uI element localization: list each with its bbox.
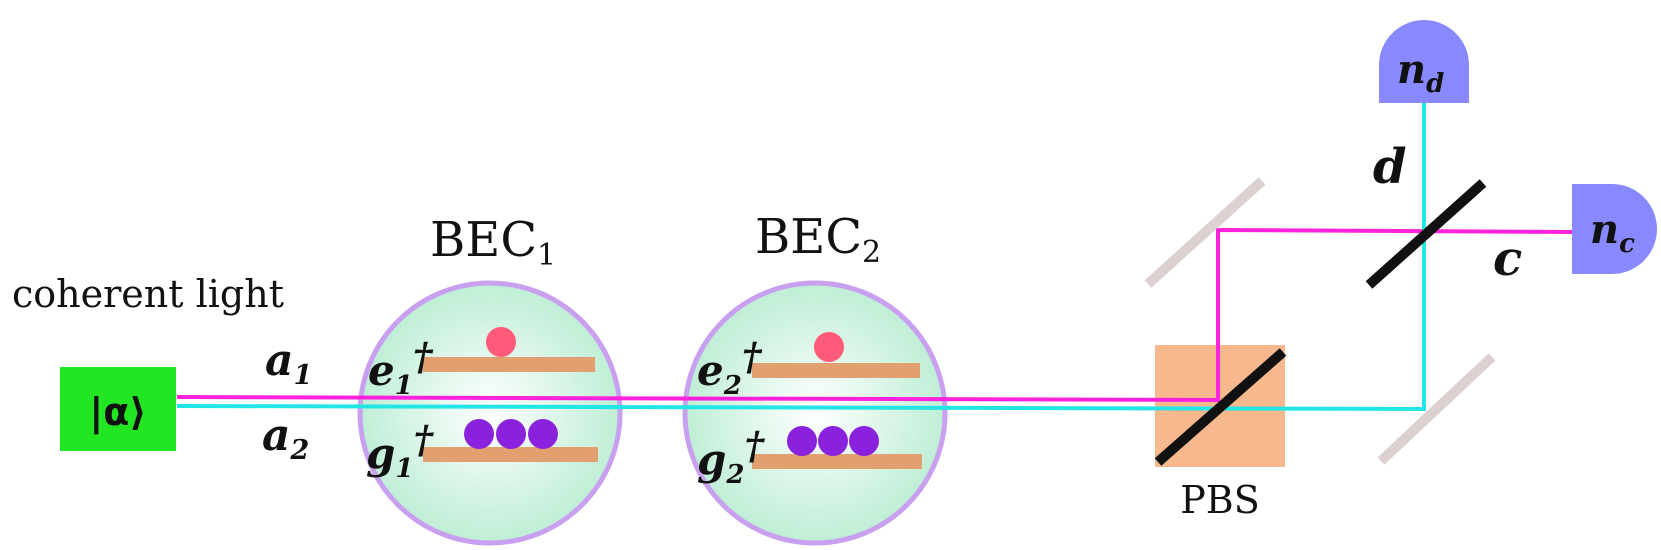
bec2-ground-level [752, 454, 922, 469]
bec2-title: BEC2 [755, 209, 881, 270]
bec2-ground-atom [818, 426, 848, 456]
bec1-condensate [357, 280, 623, 546]
bec1-excited-level [423, 357, 595, 372]
mode-a1-label: a1 [265, 335, 312, 391]
bec1-ground-atom [528, 419, 558, 449]
mode-a2-label: a2 [262, 410, 309, 466]
bec1-ground-atom [496, 419, 526, 449]
detector-d [1379, 20, 1469, 104]
bec2-excited-level [752, 363, 920, 378]
bec1-title: BEC1 [430, 212, 556, 273]
pbs-splitter [1154, 348, 1287, 466]
upper-mirror [1144, 177, 1266, 288]
lower-mirror [1377, 353, 1496, 465]
bec1-ground-operator: g1† [366, 417, 434, 484]
bec2-excited-atom [814, 332, 844, 362]
pbs-label: PBS [1180, 478, 1260, 522]
bec2-ground-operator: g2† [697, 423, 765, 490]
coherent-source-box [60, 367, 176, 451]
bec2-ground-atom [787, 426, 817, 456]
coherent-light-label: coherent light [12, 272, 284, 316]
beam-a2-cyan [176, 101, 1426, 412]
bec1-ground-level [423, 447, 598, 462]
detector-c-label: nc [1590, 206, 1635, 259]
bec2-excited-operator: e2† [697, 334, 763, 401]
bec2-ground-atom [849, 426, 879, 456]
mode-d-label: d [1373, 139, 1407, 195]
bec1-excited-atom [486, 327, 516, 357]
output-beam-splitter [1365, 179, 1487, 289]
source-state-label: |α⟩ [89, 390, 146, 435]
bec1-ground-atom [464, 419, 494, 449]
bec2-condensate [682, 280, 948, 546]
mode-c-label: c [1493, 231, 1522, 287]
detector-d-label: nd [1397, 46, 1444, 99]
detector-c [1572, 184, 1657, 274]
beam-a1-magenta [176, 227, 1573, 403]
bec1-excited-operator: e1† [368, 334, 434, 401]
